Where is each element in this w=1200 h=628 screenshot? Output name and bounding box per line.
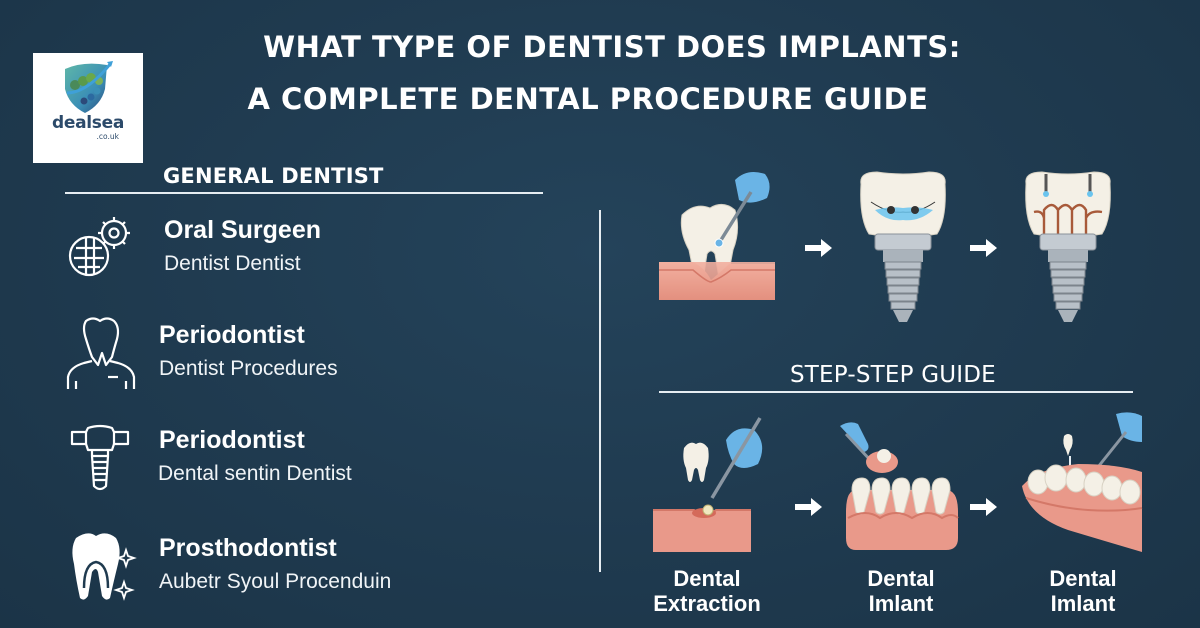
general-heading-divider — [65, 192, 543, 194]
arrow-right-icon — [970, 239, 997, 257]
specialist-subtitle: Aubetr Syoul Procenduin — [159, 570, 392, 593]
implant-icon — [70, 424, 130, 491]
arrow-right-icon — [970, 498, 997, 516]
page-title-line-2: A COMPLETE DENTAL PROCEDURE GUIDE — [247, 82, 929, 116]
shield-logo-icon — [65, 61, 113, 113]
gum-socket-illustration — [653, 417, 763, 552]
step-guide-heading: STEP-STEP GUIDE — [790, 362, 996, 388]
globe-gear-icon — [68, 217, 130, 277]
jaw-implant-illustration — [1022, 412, 1143, 552]
step-label-line2: Imlant — [868, 591, 934, 616]
arrow-right-icon — [795, 498, 822, 516]
step-label-line1: Dental — [673, 566, 741, 591]
specialist-subtitle: Dental sentin Dentist — [158, 462, 352, 485]
step-label-line1: Dental — [1049, 566, 1117, 591]
step-label-implant-2: Dental Imlant — [1008, 566, 1158, 616]
specialist-name: Prosthodontist — [159, 534, 337, 562]
step-label-extraction: Dental Extraction — [632, 566, 782, 616]
specialist-oral-surgeon: Oral Surgeen Dentist Dentist — [62, 208, 522, 288]
specialist-subtitle: Dentist Procedures — [159, 357, 338, 380]
specialist-prosthodontist: Prosthodontist Aubetr Syoul Procenduin — [62, 528, 522, 608]
specialist-name: Oral Surgeen — [164, 216, 321, 244]
logo-wordmark: dealsea — [51, 113, 125, 133]
specialist-periodontist-2: Periodontist Dental sentin Dentist — [62, 420, 522, 500]
implant-crown-illustration-1 — [860, 171, 946, 322]
step-label-line2: Imlant — [1050, 591, 1116, 616]
step-label-implant-1: Dental Imlant — [826, 566, 976, 616]
specialist-periodontist-1: Periodontist Dentist Procedures — [62, 313, 522, 393]
page-title-line-1: WHAT TYPE OF DENTIST DOES IMPLANTS: — [263, 30, 961, 64]
step-guide-divider — [659, 391, 1133, 393]
arrow-right-icon — [805, 239, 832, 257]
panel-divider — [599, 210, 601, 572]
lower-teeth-illustration — [840, 422, 959, 550]
tooth-person-icon — [66, 317, 136, 389]
brand-logo[interactable]: dealsea .co.uk — [33, 53, 143, 163]
specialist-name: Periodontist — [159, 321, 305, 349]
step-label-line2: Extraction — [653, 591, 761, 616]
implant-crown-illustration-2 — [1025, 171, 1111, 322]
specialist-name: Periodontist — [159, 426, 305, 454]
sparkle-tooth-icon — [72, 533, 137, 601]
step-label-line1: Dental — [867, 566, 935, 591]
specialist-subtitle: Dentist Dentist — [164, 252, 301, 275]
general-dentist-heading: GENERAL DENTIST — [163, 164, 384, 188]
logo-domain: .co.uk — [96, 132, 119, 141]
tooth-extraction-illustration — [659, 172, 775, 300]
